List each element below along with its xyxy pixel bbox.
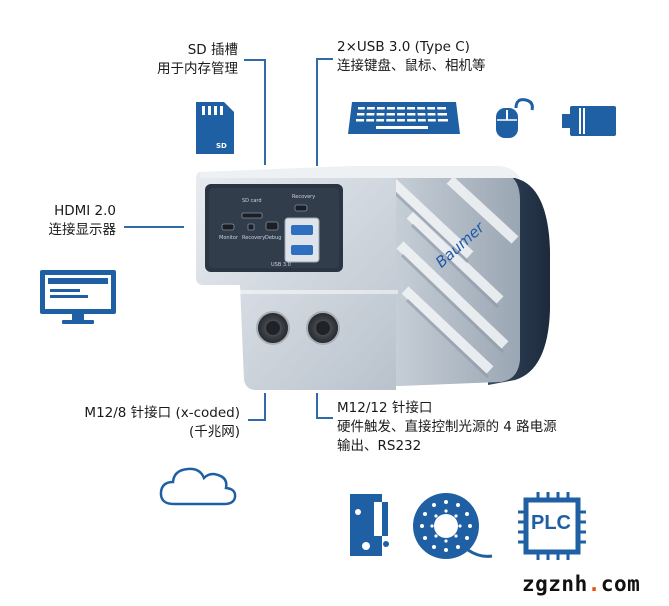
sd-slot-label: SD 插槽 用于内存管理 [128,41,238,79]
m12-12-desc: 硬件触发、直接控制光源的 4 路电源 [337,419,557,435]
m12-12-connector-h [316,417,333,419]
m12-12-connector-v [316,393,318,419]
cloud-icon [159,467,237,506]
mouse-icon [496,98,534,138]
port-label-sd: SD card [242,198,262,204]
port-label-recovery: Recovery [292,194,316,200]
camera-icon [562,106,616,136]
usb-connector-v [316,58,318,166]
hdmi-label: HDMI 2.0 连接显示器 [20,202,117,240]
usb-label: 2×USB 3.0 (Type C) 连接键盘、鼠标、相机等 [337,38,486,76]
sd-card-icon: SD [194,100,236,156]
m12-8-label: M12/8 针接口 (x-coded) (千兆网) [60,404,240,442]
m12-8-connector-h [248,419,266,421]
sensor-icon [350,494,389,556]
m12-12-label: M12/12 针接口 硬件触发、直接控制光源的 4 路电源 输出、RS232 [337,399,557,456]
usb-connector-h [316,58,333,60]
watermark-dot: . [587,572,601,596]
plc-chip-icon: PLC [518,492,586,560]
usb-desc: 连接键盘、鼠标、相机等 [337,58,486,74]
hdmi-title: HDMI 2.0 [54,203,116,219]
m12-8-desc: (千兆网) [188,424,240,440]
sd-card-text: SD [216,142,227,150]
watermark-prefix: zgznh [522,572,588,596]
port-label-monitor: Monitor [219,235,239,241]
m12-12-title: M12/12 针接口 [337,400,433,416]
m12-12-desc2: 输出、RS232 [337,438,422,454]
hdmi-desc: 连接显示器 [48,222,117,238]
sd-slot-title: SD 插槽 [187,42,238,58]
m12-8-connector-v [264,393,266,421]
sd-connector-h [244,59,266,61]
port-label-debug: Debug [265,235,282,241]
sd-connector-v [264,59,266,165]
hdmi-connector [124,226,184,228]
port-label-usb: USB 3.0 [271,262,291,268]
usb-title: 2×USB 3.0 (Type C) [337,39,470,55]
ring-light-icon [413,493,493,559]
monitor-icon [40,270,116,324]
plc-text: PLC [531,512,571,534]
keyboard-icon [348,102,460,134]
m12-8-title: M12/8 针接口 (x-coded) [84,405,240,421]
sd-slot-desc: 用于内存管理 [157,61,238,77]
watermark-suffix: com [600,572,641,596]
port-label-recovery2: Recovery [242,235,266,241]
watermark: zgznh.com [522,572,640,596]
